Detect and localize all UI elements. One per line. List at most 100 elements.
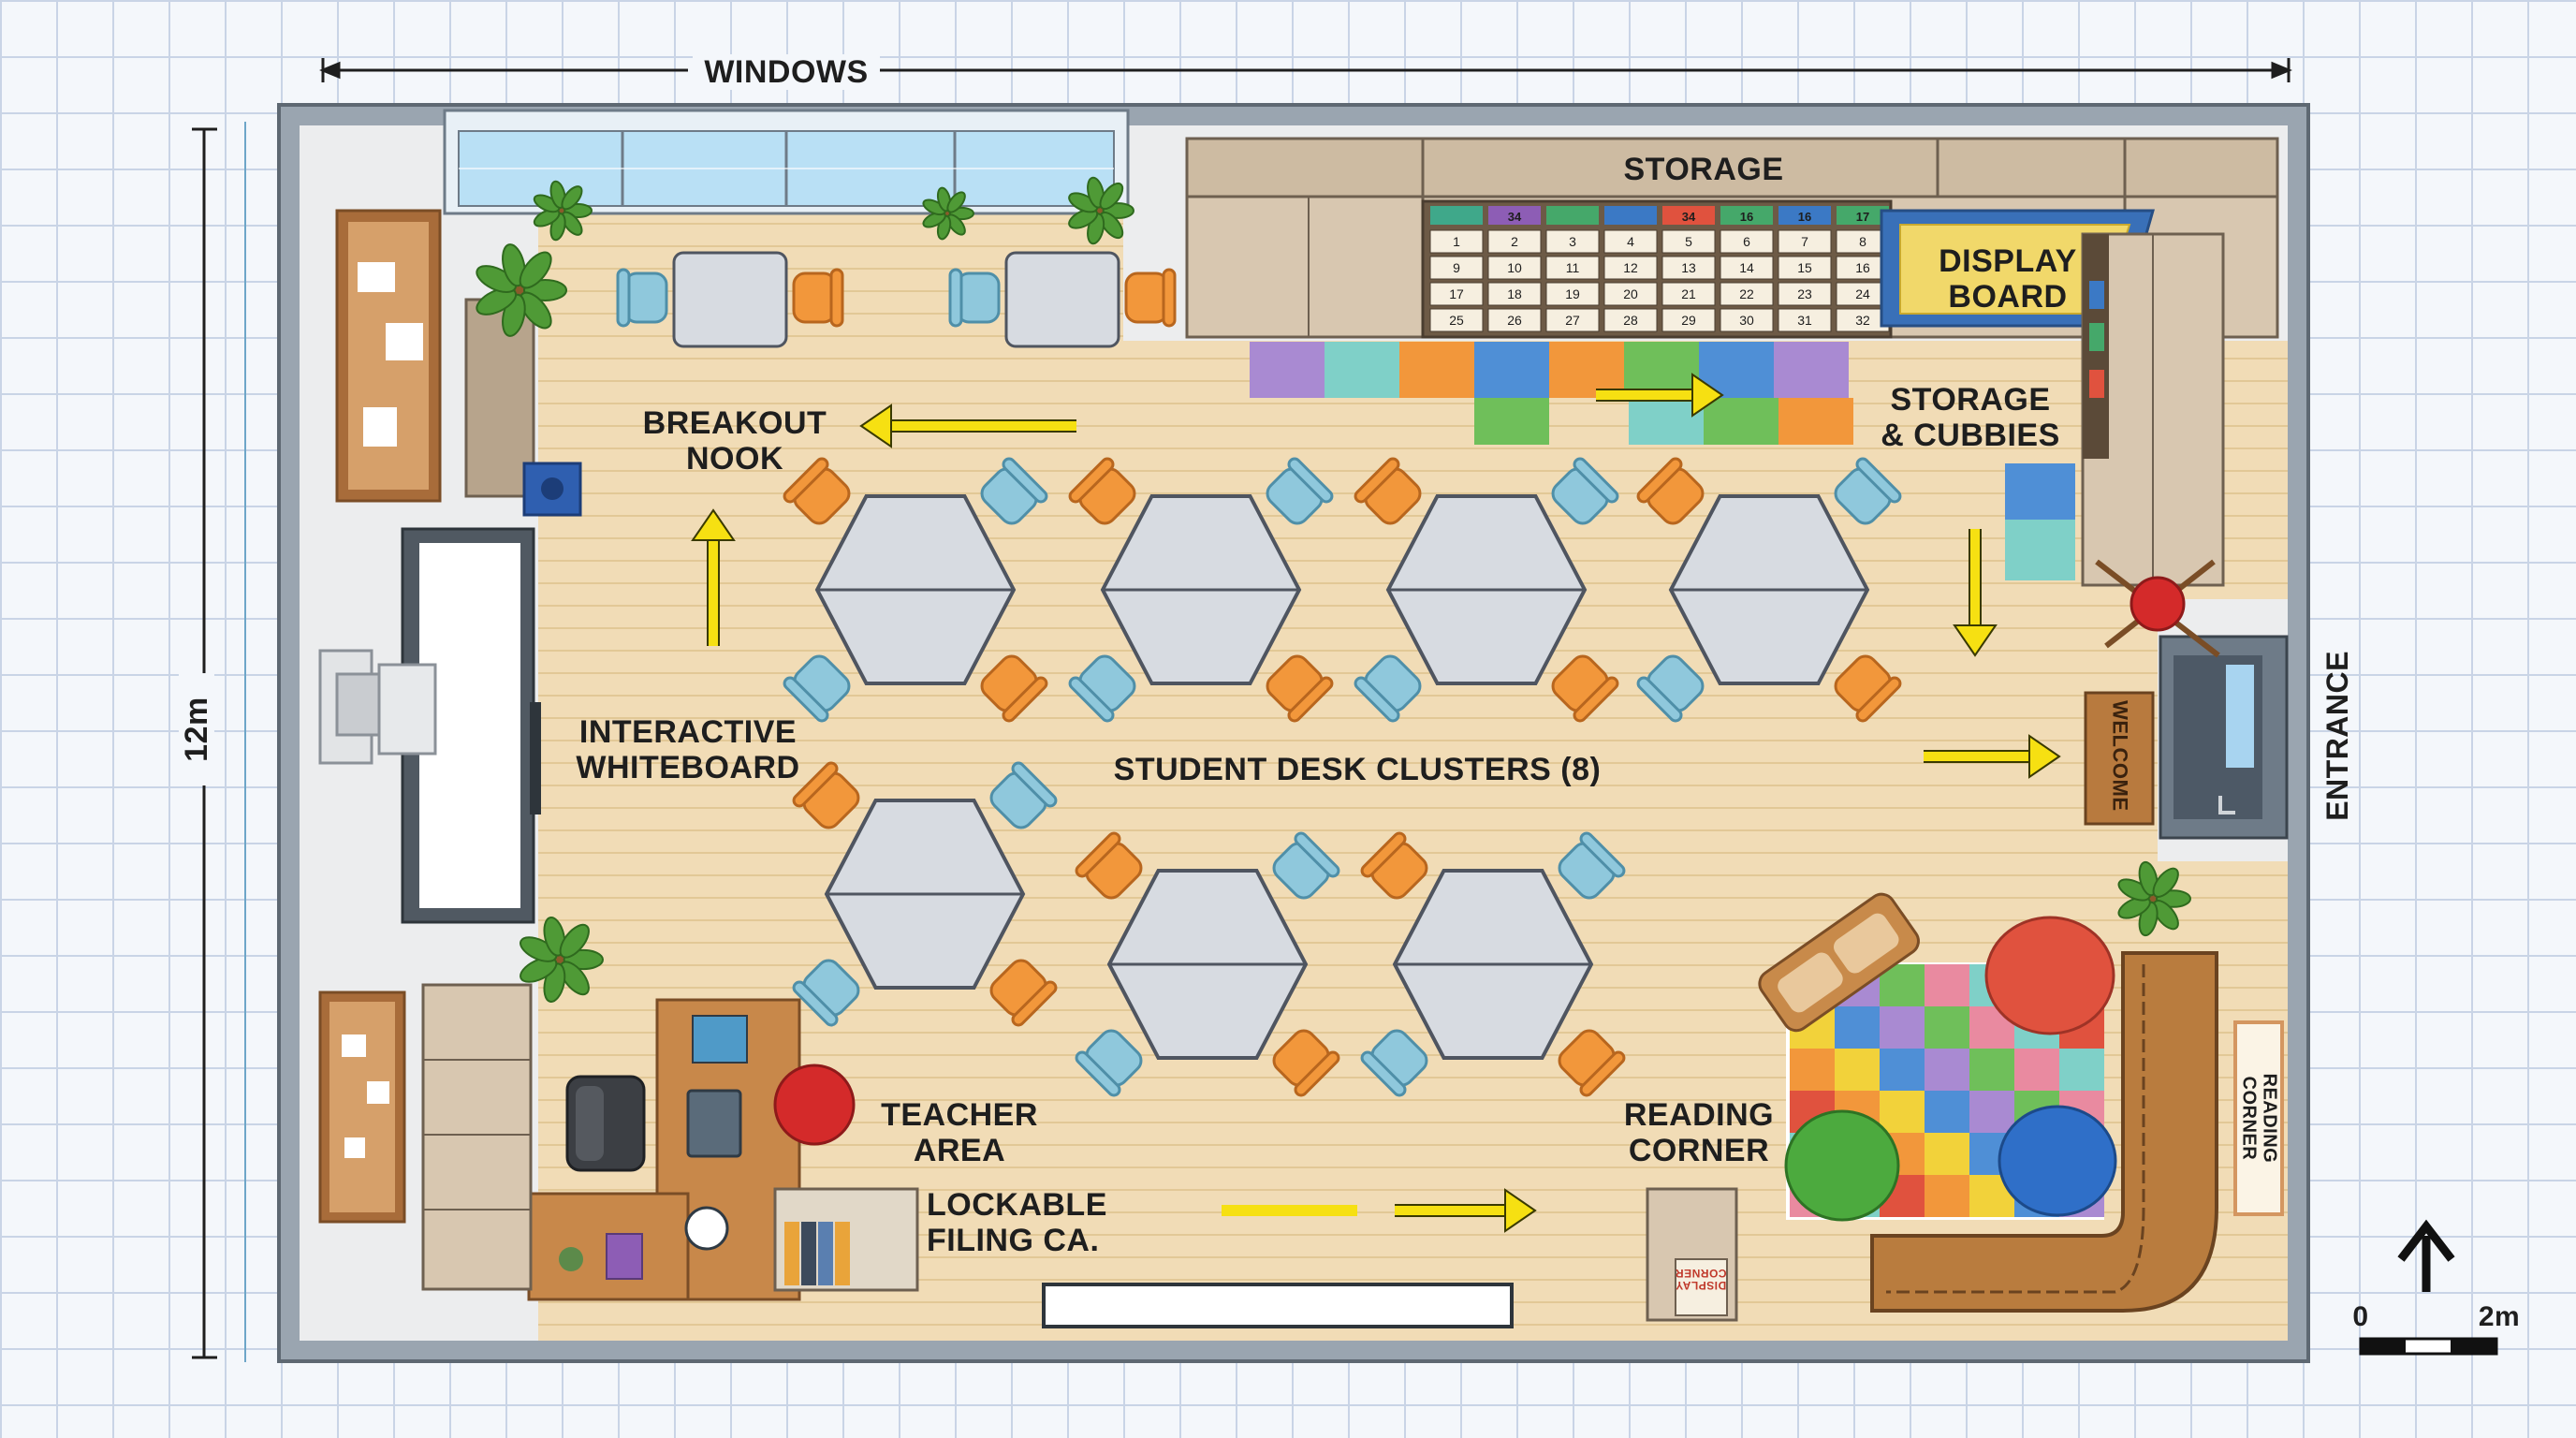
plant-icon <box>922 186 975 241</box>
cubby-bin <box>1662 206 1715 225</box>
traffic-arrow-icon <box>691 508 736 646</box>
cubby-number: 21 <box>1681 286 1696 301</box>
cubby-cell <box>1487 282 1542 306</box>
student-desk-clusters-label: STUDENT DESK CLUSTERS (8) <box>1113 752 1602 787</box>
cubby-number: 14 <box>1739 260 1754 275</box>
traffic-arrow-icon <box>1596 373 1724 418</box>
cubby-cell <box>1603 229 1658 254</box>
filing-cabinet-left <box>421 983 533 1291</box>
right-storage-shelves <box>2081 232 2225 587</box>
cubby-number: 30 <box>1739 313 1754 328</box>
cubby-number: 12 <box>1623 260 1638 275</box>
chair <box>1266 654 1334 723</box>
chair <box>1272 831 1340 900</box>
cubby-number: 9 <box>1453 260 1460 275</box>
sofa <box>1758 892 1920 1033</box>
cubby-number: 27 <box>1565 313 1580 328</box>
rug-tile <box>2059 1049 2104 1091</box>
cubby-cell <box>1603 308 1658 332</box>
chair <box>1354 457 1422 525</box>
interactive-whiteboard <box>318 527 541 924</box>
height-label: 12m <box>178 673 215 786</box>
chair <box>1551 457 1619 525</box>
cubby-cell <box>1778 282 1832 306</box>
desk-cluster <box>1354 457 1619 723</box>
cubby-cell <box>1487 308 1542 332</box>
breakout-shelf <box>464 298 535 498</box>
rug-tile <box>1925 964 1969 1006</box>
cubby-cell <box>1720 282 1774 306</box>
cubby-number: 29 <box>1681 313 1696 328</box>
rug-tile <box>1835 1006 1880 1049</box>
cubby-number: 16 <box>1798 210 1811 224</box>
chair <box>783 654 851 723</box>
cubby-number: 6 <box>1743 234 1750 249</box>
rug-tile <box>1969 1049 2014 1091</box>
chair <box>1558 1029 1626 1097</box>
chair <box>1272 1029 1340 1097</box>
cubby-number: 3 <box>1569 234 1576 249</box>
door-mat <box>1042 1283 1514 1328</box>
storage-cubbies-label: STORAGE & CUBBIES <box>1881 382 2060 454</box>
chair <box>616 268 668 328</box>
cubby-cell <box>1545 308 1600 332</box>
plant-icon <box>533 180 593 242</box>
floor-mat-tile <box>1778 398 1853 445</box>
cubby-bin <box>1488 206 1541 225</box>
rug-tile <box>1969 1091 2014 1133</box>
cubby-number: 28 <box>1623 313 1638 328</box>
cubby-cell <box>1778 308 1832 332</box>
cubby-number: 26 <box>1507 313 1522 328</box>
chair <box>1360 831 1428 900</box>
rug-tile <box>1790 1049 1835 1091</box>
cubby-cell <box>1603 282 1658 306</box>
windows-label: WINDOWS <box>693 54 880 91</box>
north-arrow-icon <box>2397 1219 2455 1292</box>
display-corner-sign-text: DISPLAY CORNER <box>1675 1266 1727 1292</box>
height-dimension-line <box>192 122 246 1362</box>
floor-mat-tile <box>1474 342 1549 398</box>
floor-mat-tile <box>1399 342 1474 398</box>
chair <box>792 959 860 1027</box>
cubby-cell <box>1429 256 1484 280</box>
lockable-filing-cabinet <box>773 1187 919 1292</box>
cubby-number: 20 <box>1623 286 1638 301</box>
chair <box>783 457 851 525</box>
cubby-number: 32 <box>1855 313 1870 328</box>
floor-mat-tile <box>1629 398 1704 445</box>
cubby-number: 15 <box>1797 260 1812 275</box>
chair <box>1834 654 1902 723</box>
desk-cluster <box>1360 831 1626 1097</box>
cubby-number: 1 <box>1453 234 1460 249</box>
beanbag-red <box>1984 916 2115 1035</box>
floor-mat-tile <box>1704 398 1778 445</box>
cubby-cell <box>1661 229 1716 254</box>
chair <box>980 457 1048 525</box>
chair <box>1636 457 1705 525</box>
chair <box>980 654 1048 723</box>
cubby-number: 8 <box>1859 234 1866 249</box>
plant-icon <box>1068 176 1135 245</box>
chair <box>1360 1029 1428 1097</box>
cubby-number: 34 <box>1508 210 1522 224</box>
rug-tile <box>1925 1175 1969 1217</box>
cubby-cell <box>1720 229 1774 254</box>
cubby-cell <box>1661 308 1716 332</box>
chair <box>1834 457 1902 525</box>
reading-corner-label: READING CORNER <box>1623 1097 1775 1169</box>
scale-end-label: 2m <box>2478 1301 2521 1332</box>
width-dimension-line <box>319 58 2292 82</box>
teacher-area-label: TEACHER AREA <box>881 1097 1038 1169</box>
rug-tile <box>1880 1049 1925 1091</box>
chair <box>1068 457 1136 525</box>
chair <box>1636 654 1705 723</box>
cubby-number: 17 <box>1856 210 1869 224</box>
cubby-bin <box>1546 206 1599 225</box>
breakout-nook-label: BREAKOUT NOOK <box>642 405 827 477</box>
cubby-number: 25 <box>1449 313 1464 328</box>
floor-tile <box>2005 463 2075 520</box>
traffic-arrow-icon <box>1924 734 2061 779</box>
cubby-bin <box>1837 206 1889 225</box>
cubby-number: 34 <box>1682 210 1696 224</box>
cubby-number: 13 <box>1681 260 1696 275</box>
